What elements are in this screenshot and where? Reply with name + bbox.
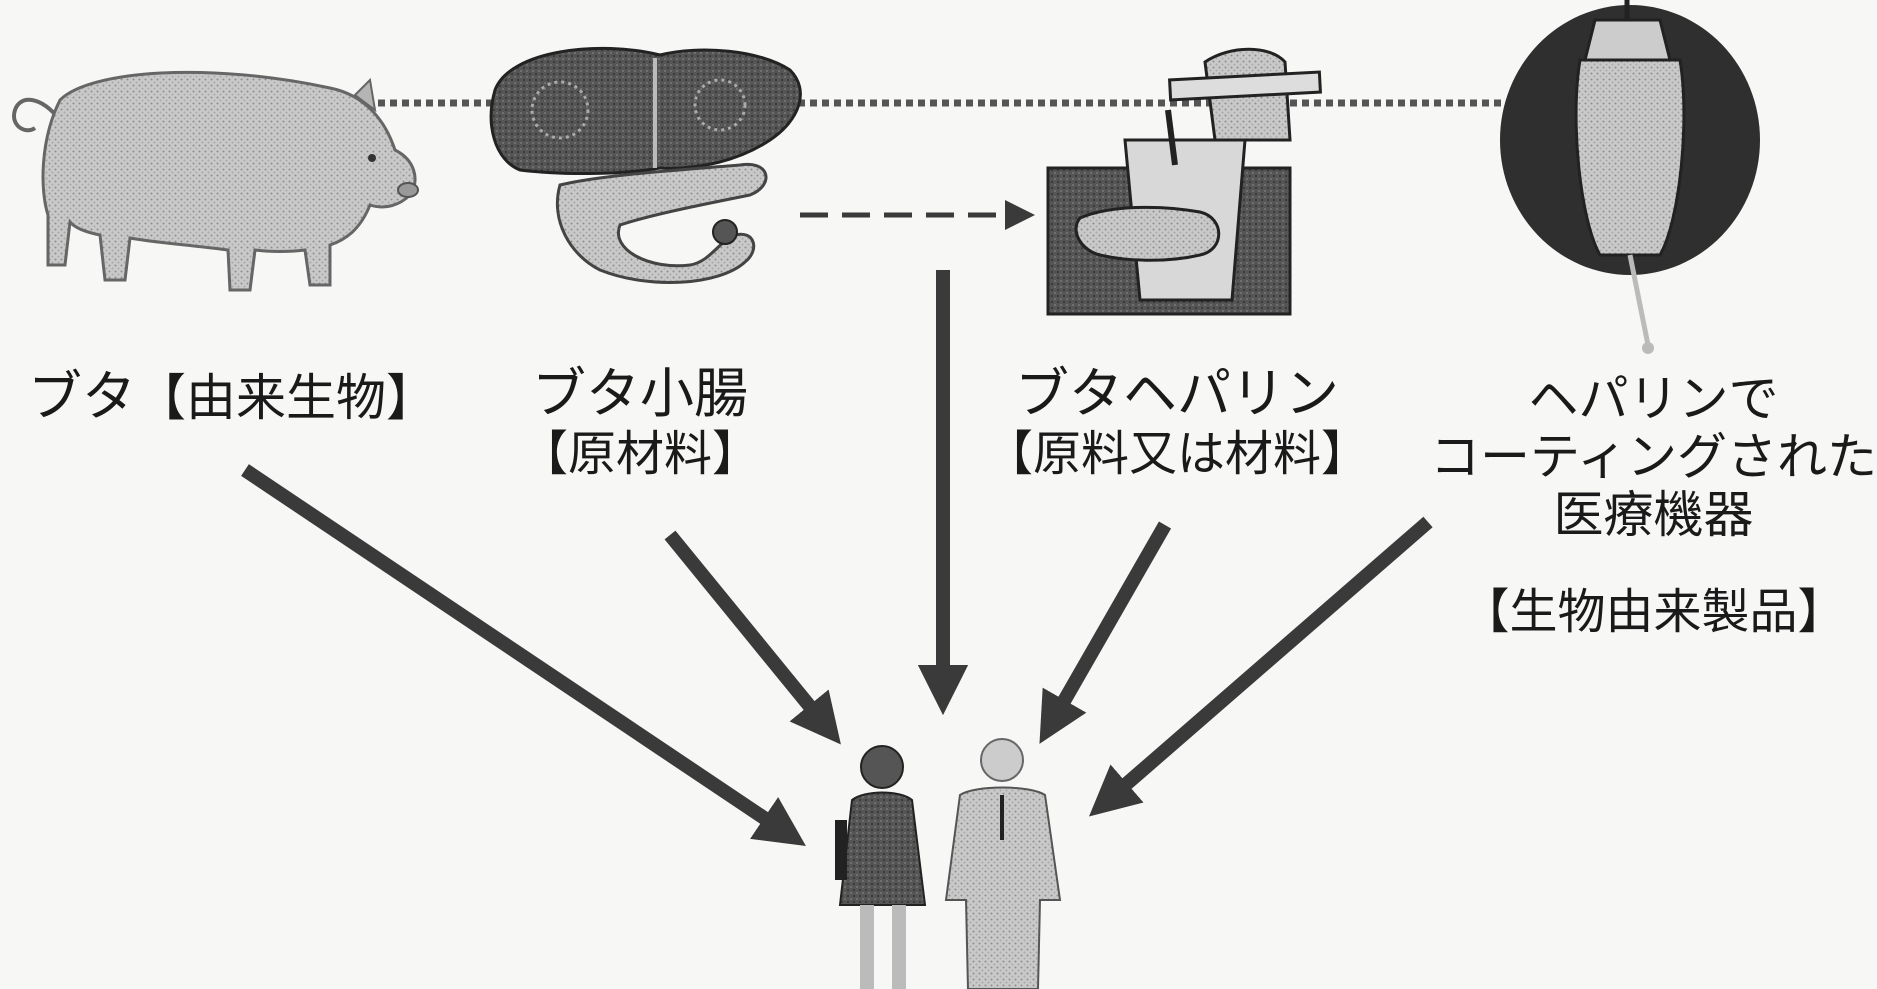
device-category: 【生物由来製品】 bbox=[1461, 584, 1846, 640]
pig-icon bbox=[12, 70, 419, 292]
people-icon bbox=[835, 738, 1062, 989]
arrow-intestine-to-people bbox=[664, 530, 841, 745]
arrow-pig-to-people bbox=[241, 464, 806, 847]
arrow-device-to-people bbox=[1088, 516, 1433, 817]
label-intestine: ブタ小腸 【原材料】 bbox=[520, 362, 760, 482]
intestine-category: 【原材料】 bbox=[520, 425, 761, 482]
pig-category: 【由来生物】 bbox=[136, 369, 436, 427]
device-name-line-3: 医療機器 bbox=[1553, 486, 1754, 544]
pig-name: ブタ bbox=[28, 365, 136, 428]
label-pig: ブタ【由来生物】 bbox=[28, 365, 436, 429]
device-name-line-2: コーティングされた bbox=[1430, 428, 1877, 486]
arrows-to-consumer bbox=[241, 270, 1433, 847]
device-name-line-1: ヘパリンで bbox=[1528, 370, 1779, 428]
intestine-organ-icon bbox=[489, 46, 802, 284]
heparin-name: ブタヘパリン bbox=[1015, 362, 1339, 425]
label-device: ヘパリンで コーティングされた 医療機器 【生物由来製品】 bbox=[1430, 370, 1877, 641]
arrow-heparin-to-people bbox=[1039, 521, 1172, 744]
heparin-category: 【原料又は材料】 bbox=[985, 425, 1370, 482]
beaker-hand-icon bbox=[1046, 47, 1322, 316]
label-heparin: ブタヘパリン 【原料又は材料】 bbox=[985, 362, 1369, 482]
intestine-name: ブタ小腸 bbox=[532, 362, 748, 425]
iv-bag-icon bbox=[1500, 0, 1760, 354]
